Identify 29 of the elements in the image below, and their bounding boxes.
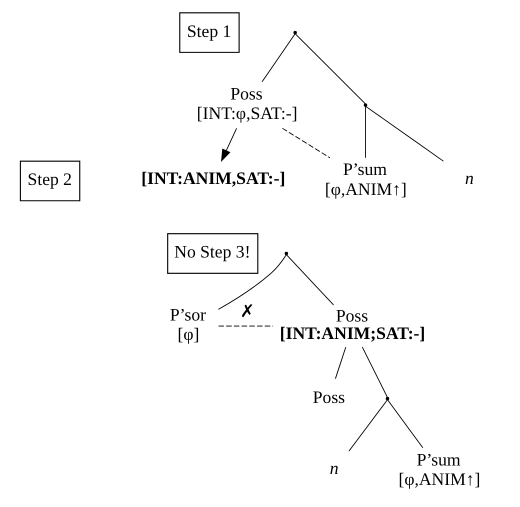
node-text: P’sum [φ,ANIM↑]: [398, 449, 480, 490]
node-text: [INT:ANIM,SAT:-]: [141, 168, 286, 188]
node-text: Poss [INT:ANIM;SAT:-]: [280, 305, 426, 344]
node-point: [364, 103, 368, 107]
node-point: [284, 252, 288, 256]
node-point: [386, 396, 390, 400]
node-text: P’sor [φ]: [170, 304, 206, 344]
connector: [282, 128, 330, 158]
node-box: No Step 3!: [167, 233, 258, 274]
connector: [218, 254, 287, 310]
connector: [362, 346, 388, 398]
node-text: Poss: [312, 386, 346, 407]
connector: [365, 106, 444, 162]
connector: [365, 106, 366, 158]
edge-label: ✗: [240, 301, 256, 322]
connector: [286, 254, 334, 306]
node-box: Step 2: [20, 160, 80, 202]
connector: [334, 346, 346, 380]
node-text: n: [330, 458, 339, 478]
node-text: P’sum [φ,ANIM↑]: [324, 159, 407, 200]
node-text: Poss [INT:φ,SAT:-]: [196, 83, 298, 124]
arrow: [221, 128, 238, 162]
node-box: Step 1: [179, 12, 240, 53]
node-point: [293, 30, 297, 34]
node-text: n: [464, 168, 474, 188]
connector: [348, 399, 388, 452]
connector: [387, 399, 424, 448]
connector: [294, 33, 366, 104]
connector: [262, 33, 296, 82]
